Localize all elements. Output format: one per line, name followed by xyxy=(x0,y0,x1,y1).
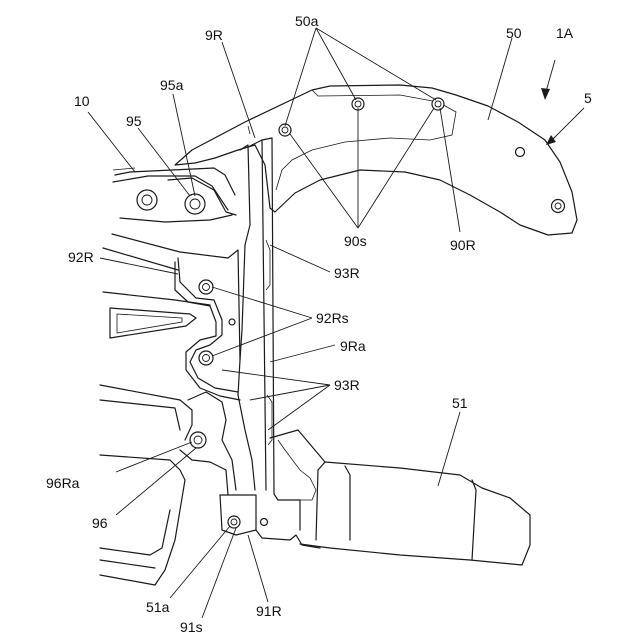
label-92Rs: 92Rs xyxy=(316,310,349,326)
label-50: 50 xyxy=(506,25,522,41)
label-5: 5 xyxy=(584,90,592,106)
label-50a: 50a xyxy=(295,13,319,29)
label-91R: 91R xyxy=(256,603,282,619)
lower-left-bracket-96 xyxy=(100,385,320,585)
label-96Ra: 96Ra xyxy=(46,475,80,491)
label-93R-top: 93R xyxy=(334,265,360,281)
lower-tray-51 xyxy=(270,430,530,565)
upper-bracket-50 xyxy=(175,85,577,235)
label-95a: 95a xyxy=(160,77,184,93)
label-9R: 9R xyxy=(205,27,223,43)
label-90s: 90s xyxy=(344,233,367,249)
holes-50a xyxy=(279,98,444,136)
label-51: 51 xyxy=(452,395,468,411)
label-96: 96 xyxy=(92,515,108,531)
label-51a: 51a xyxy=(146,599,170,615)
label-93R-mid: 93R xyxy=(334,377,360,393)
label-91s: 91s xyxy=(180,619,203,635)
reference-labels: 50a 50 1A 5 9R 95a 10 95 92R 92Rs 9Ra 93… xyxy=(46,13,592,635)
label-90R: 90R xyxy=(450,237,476,253)
label-9Ra: 9Ra xyxy=(340,338,366,354)
label-1A: 1A xyxy=(556,25,574,41)
label-95: 95 xyxy=(126,113,142,129)
left-bracket-92R xyxy=(103,234,240,400)
label-10: 10 xyxy=(74,93,90,109)
label-92R: 92R xyxy=(68,249,94,265)
